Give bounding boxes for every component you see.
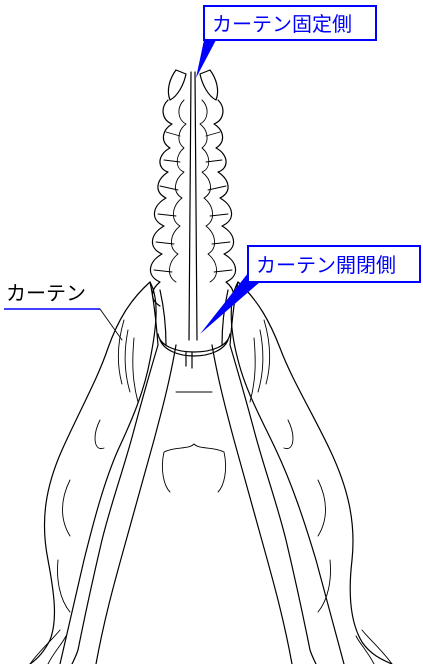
left-fold-lines [58,320,139,612]
right-inner-drape [230,345,316,664]
top-tip [168,70,217,100]
left-outer-curtain [30,282,150,664]
right-pleats [214,100,236,306]
bottom-right-folds [356,630,392,664]
curtain-leader-line [100,309,122,340]
left-pleats [150,100,172,306]
fixed-side-label: カーテン固定側 [212,12,352,36]
callout-curtain: カーテン [4,281,122,340]
drape-illustration [30,282,392,664]
pleat-cross-folds [154,132,232,272]
center-back-panel [162,392,225,492]
right-outer-curtain-edge [231,282,344,664]
left-inner-drape [72,345,158,664]
right-outer-curtain [238,282,392,664]
tie-back-ring [158,334,230,356]
open-close-side-label: カーテン開閉側 [256,253,396,277]
left-pleats-inner [169,100,186,282]
callout-fixed-side: カーテン固定側 [196,6,376,78]
center-seam [189,72,197,340]
curtain-label: カーテン [6,281,86,305]
tie-back-hook [186,352,192,368]
fixed-side-leader [196,40,216,78]
gathered-pleats [150,70,238,368]
right-pleats-inner [200,100,217,282]
